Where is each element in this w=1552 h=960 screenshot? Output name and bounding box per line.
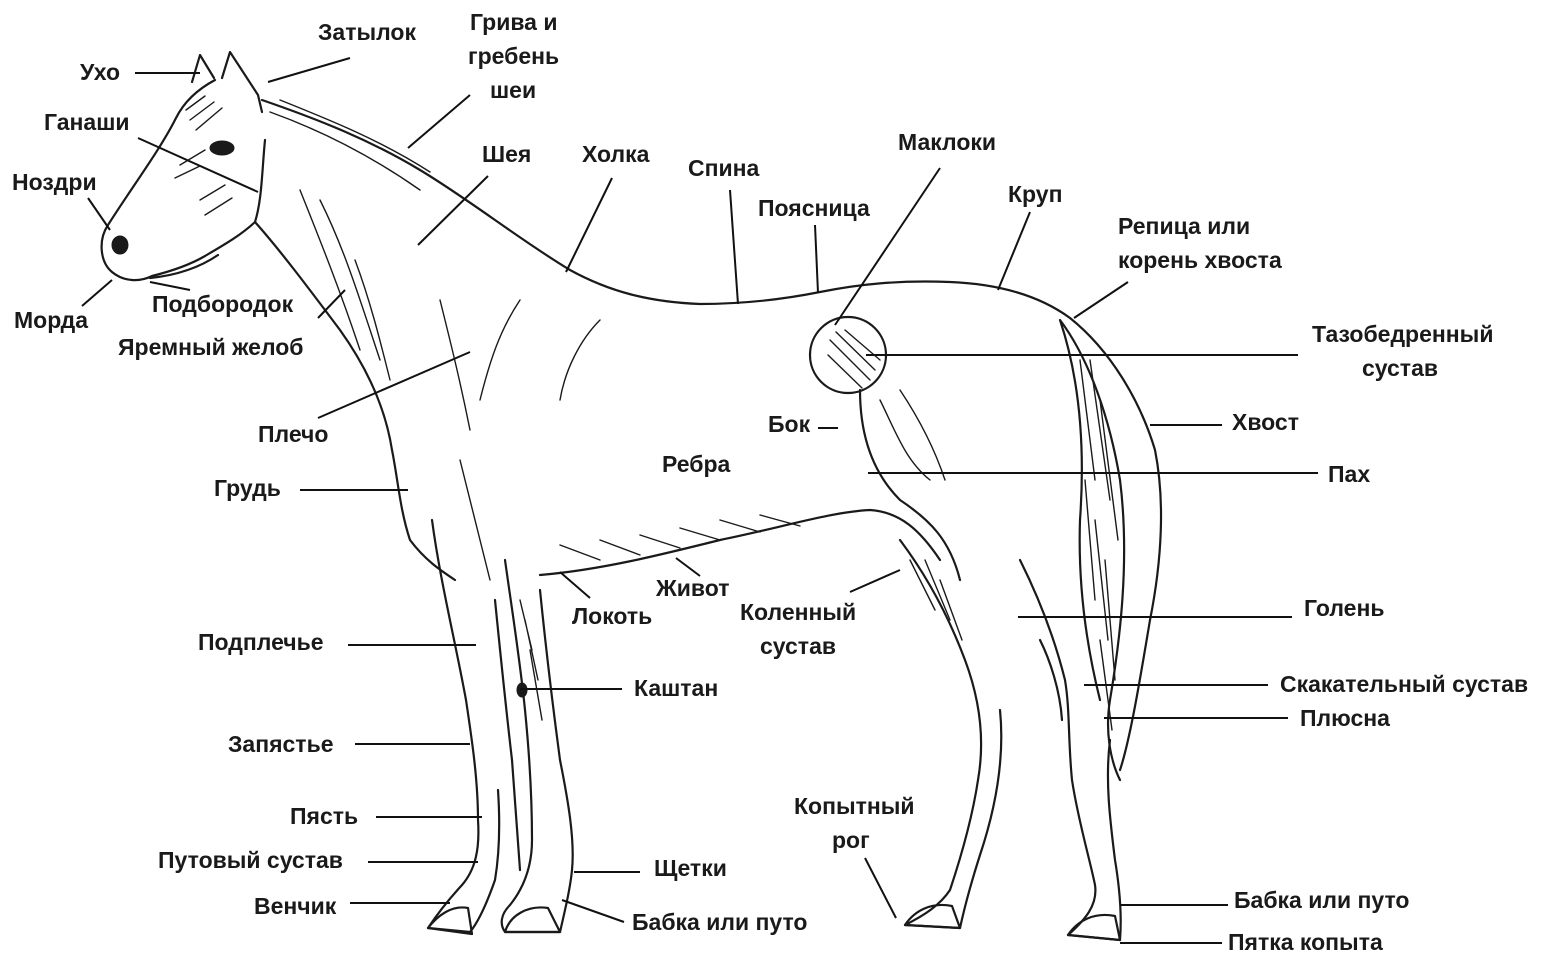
label-forearm: Подплечье xyxy=(198,629,324,655)
tail xyxy=(1060,320,1124,780)
label-withers: Холка xyxy=(582,141,650,167)
label-cannon: Пясть xyxy=(290,803,358,829)
label-pastern-hind: Бабка или путо xyxy=(1234,887,1409,913)
label-neck: Шея xyxy=(482,141,531,167)
label-belly: Живот xyxy=(655,575,730,601)
label-mane-2: гребень xyxy=(468,43,559,69)
eye xyxy=(210,141,234,155)
label-fetlock: Путовый сустав xyxy=(158,847,343,873)
label-dock-2: корень хвоста xyxy=(1118,247,1282,273)
hoof-front-near xyxy=(428,907,472,934)
label-knee: Запястье xyxy=(228,731,334,757)
label-chestnut: Каштан xyxy=(634,675,718,701)
label-hip-point: Маклоки xyxy=(898,129,996,155)
label-back: Спина xyxy=(688,155,760,181)
label-mane-1: Грива и xyxy=(470,9,558,35)
label-shoulder: Плечо xyxy=(258,421,328,447)
label-coronet: Венчик xyxy=(254,893,337,919)
label-croup: Круп xyxy=(1008,181,1062,207)
front-leg-near xyxy=(428,520,499,932)
label-gaskin: Голень xyxy=(1304,595,1385,621)
label-tail: Хвост xyxy=(1232,409,1299,435)
label-heel: Пятка копыта xyxy=(1228,929,1383,955)
label-stifle-1: Коленный xyxy=(740,599,856,625)
label-dock-1: Репица или xyxy=(1118,213,1250,239)
label-ear: Ухо xyxy=(80,59,120,85)
label-hoof-horn-1: Копытный xyxy=(794,793,915,819)
label-poll: Затылок xyxy=(318,19,416,45)
label-nostrils: Ноздри xyxy=(12,169,97,195)
label-chest: Грудь xyxy=(214,475,281,501)
label-elbow: Локоть xyxy=(572,603,652,629)
hind-leg-far xyxy=(900,540,1001,928)
label-hip-joint-2: сустав xyxy=(1362,355,1438,381)
label-hip-joint-1: Тазобедренный xyxy=(1312,321,1493,347)
belly-line xyxy=(540,510,940,575)
label-ribs: Ребра xyxy=(662,451,731,477)
hoof-front-far xyxy=(505,907,560,932)
label-cannon-hind: Плюсна xyxy=(1300,705,1390,731)
label-hoof-horn-2: рог xyxy=(832,827,870,853)
nostril xyxy=(112,236,128,254)
label-feathers: Щетки xyxy=(654,855,727,881)
label-ganache: Ганаши xyxy=(44,109,130,135)
label-flank: Бок xyxy=(768,411,811,437)
ear-shape xyxy=(192,52,262,112)
label-stifle-2: сустав xyxy=(760,633,836,659)
label-mane-3: шеи xyxy=(490,77,536,103)
label-pastern-front: Бабка или путо xyxy=(632,909,807,935)
labels: Ухо Затылок Грива и гребень шеи Ганаши Н… xyxy=(12,9,1528,955)
label-groin: Пах xyxy=(1328,461,1370,487)
label-muzzle: Морда xyxy=(14,307,88,333)
label-loin: Поясница xyxy=(758,195,870,221)
label-hock: Скакательный сустав xyxy=(1280,671,1528,697)
label-chin: Подбородок xyxy=(152,291,294,317)
front-leg-far xyxy=(502,560,573,932)
label-jugular: Яремный желоб xyxy=(118,334,304,360)
